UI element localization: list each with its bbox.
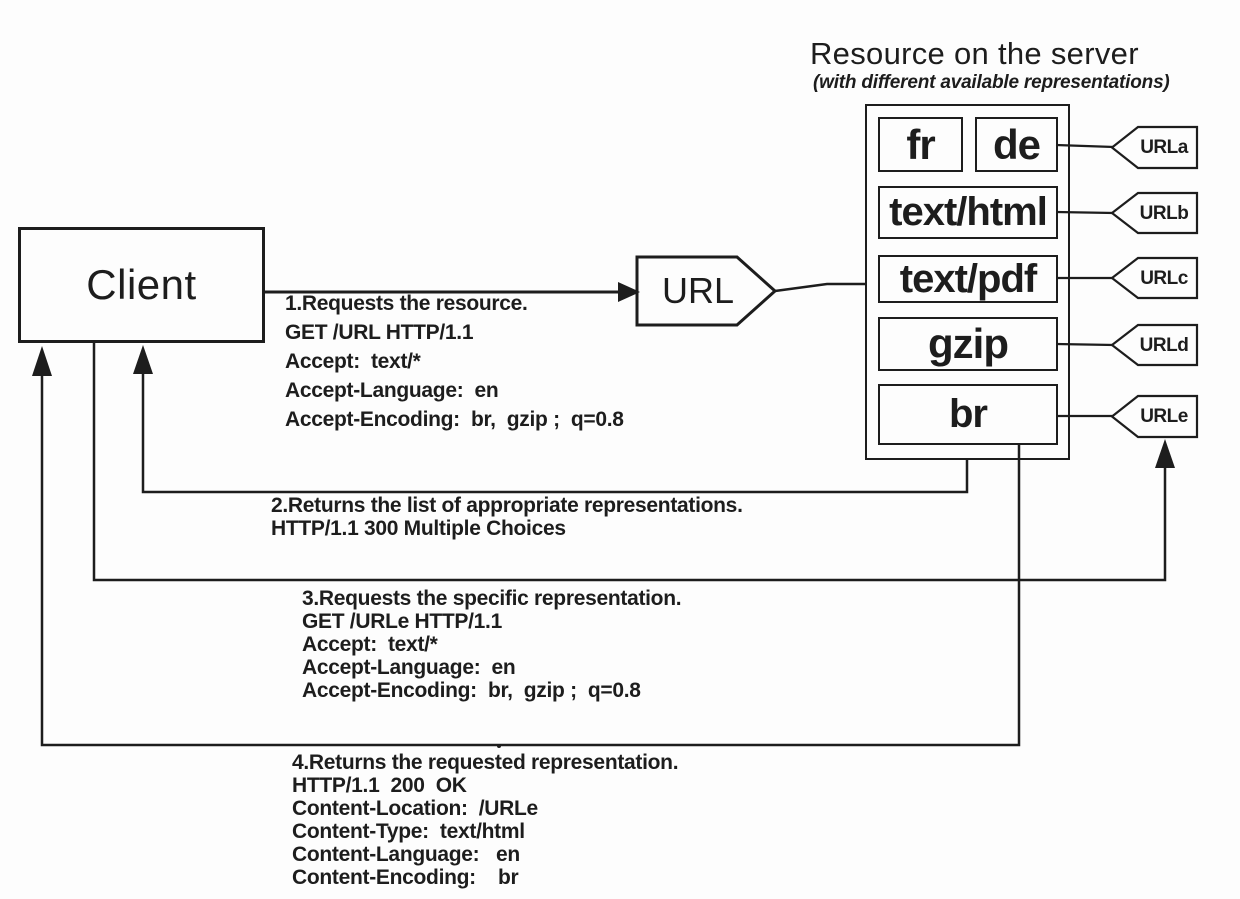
- representation-label-fr: fr: [906, 120, 935, 168]
- step1-line: Accept-Language: en: [285, 379, 499, 402]
- url-tag-label-e: URLe: [1140, 406, 1188, 427]
- representation-box-textpdf: text/pdf: [878, 255, 1058, 303]
- url-tag-shape-b: [1110, 191, 1199, 235]
- server-subtitle: (with different available representation…: [813, 72, 1170, 93]
- representation-box-texthtml: text/html: [878, 186, 1058, 239]
- step2-message: 2.Returns the list of appropriate repres…: [271, 494, 743, 540]
- representation-label-texthtml: text/html: [889, 190, 1048, 234]
- step2-return-path: [141, 372, 969, 494]
- representation-label-de: de: [992, 120, 1041, 168]
- ink-speck: [497, 744, 501, 748]
- step3-request-path: [92, 343, 1167, 582]
- server-title: Resource on the server: [810, 36, 1139, 71]
- representation-box-fr: fr: [878, 117, 963, 172]
- step4-line: Content-Encoding: br: [292, 866, 519, 889]
- arrowhead-step4-into-client: [32, 346, 52, 376]
- step4-line: Content-Type: text/html: [292, 820, 525, 843]
- url-to-server-line: [774, 282, 866, 293]
- step1-line: 1.Requests the resource.: [285, 292, 528, 315]
- step4-line: Content-Language: en: [292, 843, 520, 866]
- step4-return-path: [40, 374, 1021, 747]
- url-tag-label-a: URLa: [1140, 137, 1188, 158]
- step1-line: Accept-Encoding: br, gzip ; q=0.8: [285, 408, 624, 431]
- client-box: Client: [18, 227, 265, 343]
- representation-label-gzip: gzip: [928, 320, 1009, 367]
- url-tag-label-c: URLc: [1140, 267, 1188, 289]
- client-label: Client: [86, 261, 197, 308]
- step3-line: Accept-Language: en: [302, 656, 516, 679]
- step3-line: 3.Requests the specific representation.: [302, 587, 682, 610]
- representation-box-gzip: gzip: [878, 317, 1058, 371]
- url-tag-label-b: URLb: [1139, 202, 1189, 224]
- step1-line: GET /URL HTTP/1.1: [285, 321, 474, 344]
- step3-line: GET /URLe HTTP/1.1: [302, 610, 502, 633]
- step3-line: Accept: text/*: [302, 633, 438, 656]
- url-node-label: URL: [661, 270, 735, 311]
- connector-gzip-urld: [1055, 342, 1115, 347]
- representation-label-br: br: [949, 392, 988, 436]
- url-tag-label-d: URLd: [1139, 334, 1189, 356]
- url-tag-shape-a: [1110, 125, 1199, 170]
- server-resource-box: [865, 104, 1070, 460]
- step2-line: HTTP/1.1 300 Multiple Choices: [271, 517, 566, 540]
- step2-line: 2.Returns the list of appropriate repres…: [271, 494, 743, 517]
- representation-box-br: br: [878, 384, 1058, 445]
- arrowhead-step3-into-urle: [1155, 439, 1175, 468]
- arrowhead-step2-into-client: [133, 345, 153, 374]
- url-tag-shape-e: [1110, 394, 1199, 439]
- step3-line: Accept-Encoding: br, gzip ; q=0.8: [302, 679, 641, 702]
- url-tag-shape-c: [1110, 256, 1199, 300]
- connector-texthtml-urlb: [1055, 210, 1115, 215]
- arrowhead-into-url-node: [618, 282, 640, 302]
- step1-message: 1.Requests the resource. GET /URL HTTP/1…: [285, 289, 624, 434]
- step3-message: 3.Requests the specific representation. …: [302, 587, 682, 702]
- url-tag-shape-d: [1110, 323, 1199, 367]
- representation-label-textpdf: text/pdf: [899, 256, 1037, 301]
- connector-de-urla: [1055, 143, 1115, 149]
- step4-line: Content-Location: /URLe: [292, 797, 538, 820]
- url-node-shape: [635, 255, 778, 327]
- step4-line: HTTP/1.1 200 OK: [292, 774, 467, 797]
- step1-line: Accept: text/*: [285, 350, 421, 373]
- step4-line: 4.Returns the requested representation.: [292, 751, 679, 774]
- representation-box-de: de: [975, 117, 1058, 172]
- step4-message: 4.Returns the requested representation. …: [292, 751, 679, 889]
